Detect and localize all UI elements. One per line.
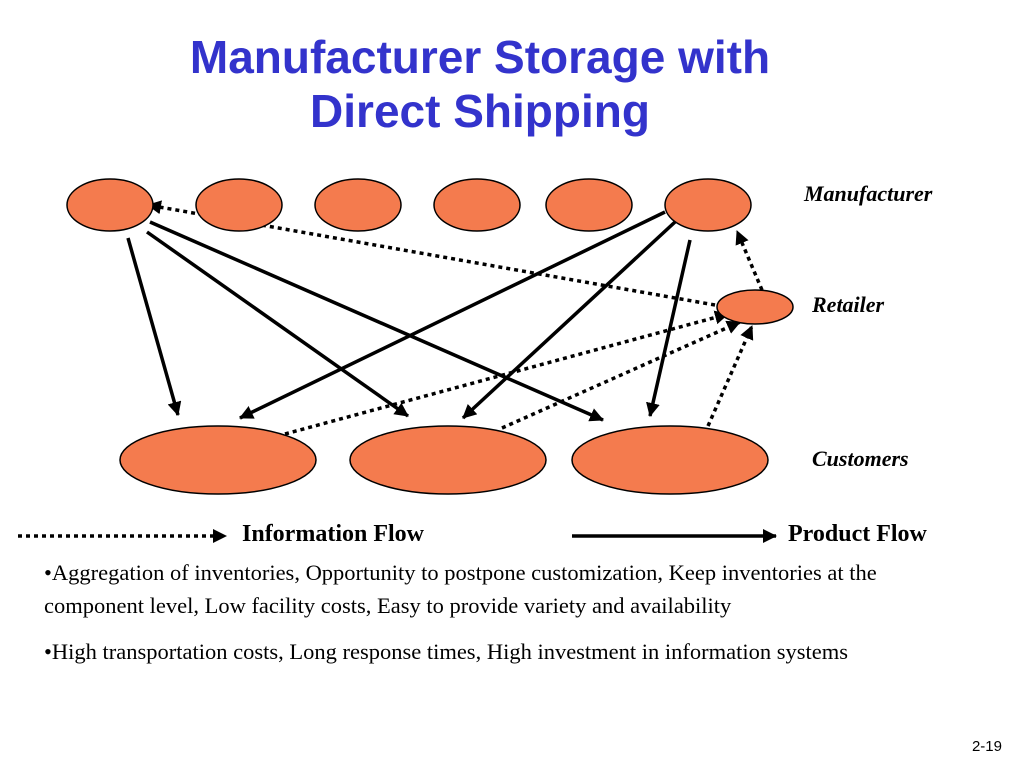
info-arrow-c2-retailer bbox=[501, 320, 741, 430]
product-arrow-m1-c1 bbox=[126, 237, 182, 416]
slide-title: Manufacturer Storage with Direct Shippin… bbox=[0, 30, 960, 138]
customers-label: Customers bbox=[812, 446, 909, 471]
product-arrow-m6-c2 bbox=[461, 220, 677, 420]
product-arrow-m6-c3 bbox=[646, 239, 692, 417]
customer-node-1 bbox=[119, 425, 317, 495]
title-line-1: Manufacturer Storage with bbox=[189, 31, 771, 83]
product-arrow-m1-c2 bbox=[145, 230, 410, 418]
bullet-advantages: •Aggregation of inventories, Opportunity… bbox=[44, 560, 877, 618]
manufacturer-node-4 bbox=[433, 178, 521, 232]
customer-node-2 bbox=[349, 425, 547, 495]
legend-information-flow-label: Information Flow bbox=[242, 521, 424, 547]
bullet-list: •Aggregation of inventories, Opportunity… bbox=[44, 556, 944, 681]
info-arrow-retailer-m6 bbox=[735, 230, 764, 291]
page-number: 2-19 bbox=[971, 738, 1002, 755]
manufacturer-label: Manufacturer bbox=[804, 181, 933, 206]
manufacturer-node-1 bbox=[66, 178, 154, 232]
manufacturer-node-2 bbox=[195, 178, 283, 232]
retailer-label: Retailer bbox=[812, 292, 885, 317]
manufacturer-node-5 bbox=[545, 178, 633, 232]
information-flow-arrows bbox=[147, 200, 764, 436]
customer-node-3 bbox=[571, 425, 769, 495]
manufacturer-node-3 bbox=[314, 178, 402, 232]
product-arrow-m1-c3 bbox=[149, 220, 604, 422]
retailer-node bbox=[716, 289, 794, 325]
legend-product-flow-label: Product Flow bbox=[788, 521, 927, 547]
manufacturer-node-6 bbox=[664, 178, 752, 232]
title-line-2: Direct Shipping bbox=[310, 85, 650, 137]
customer-nodes bbox=[119, 425, 769, 495]
manufacturer-nodes bbox=[66, 178, 752, 232]
bullet-disadvantages: •High transportation costs, Long respons… bbox=[44, 639, 849, 664]
product-flow-arrows bbox=[126, 210, 692, 422]
info-arrow-c3-retailer bbox=[706, 325, 754, 427]
product-arrow-m6-c1 bbox=[239, 210, 666, 420]
